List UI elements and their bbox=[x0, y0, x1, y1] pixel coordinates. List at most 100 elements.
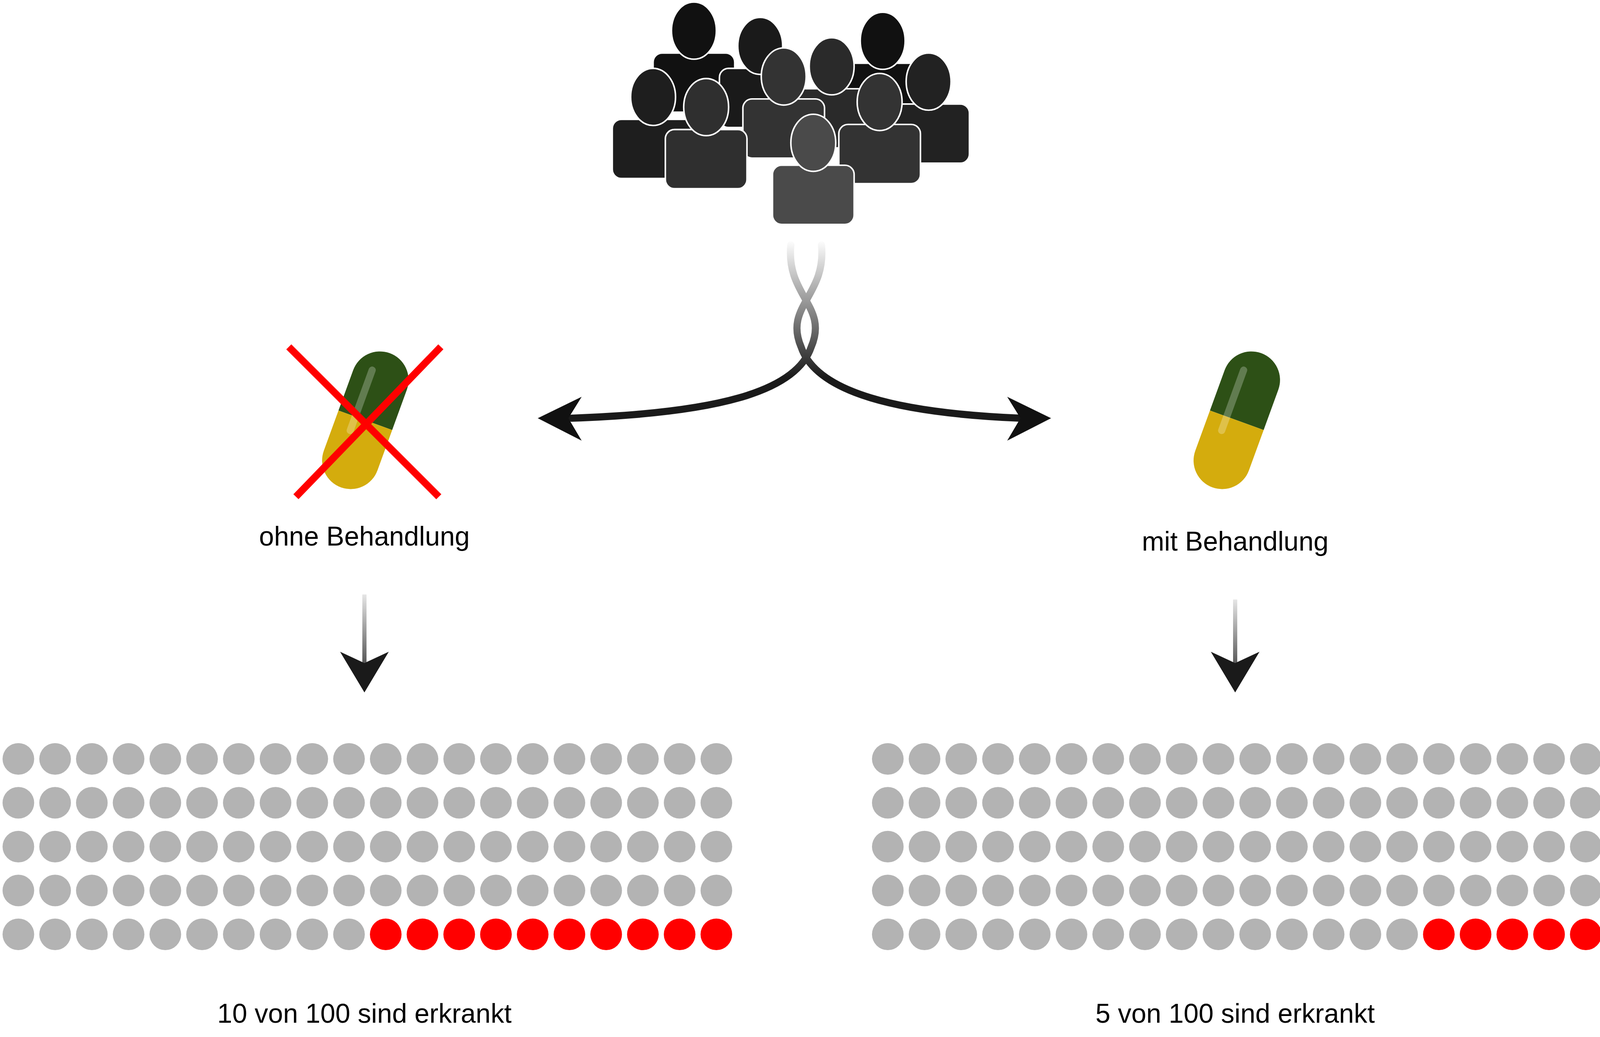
person-dot bbox=[39, 831, 71, 863]
person-dot bbox=[406, 831, 439, 863]
person-dot bbox=[700, 787, 733, 819]
person-dot bbox=[222, 787, 255, 819]
result-caption: 5 von 100 sind erkrankt bbox=[1095, 997, 1375, 1031]
person-dot bbox=[149, 787, 181, 819]
person-dot bbox=[872, 787, 904, 819]
person-dot bbox=[222, 919, 255, 951]
person-dot bbox=[1312, 787, 1345, 819]
person-dot bbox=[1055, 743, 1087, 776]
person-dot bbox=[480, 919, 512, 951]
person-dot bbox=[981, 831, 1014, 863]
person-dot bbox=[1312, 831, 1345, 863]
person-dot bbox=[1422, 874, 1455, 907]
arrow-head bbox=[537, 397, 582, 442]
person-dot bbox=[553, 831, 586, 863]
person-dot bbox=[480, 874, 512, 907]
person-dot bbox=[75, 831, 108, 863]
person-dot bbox=[872, 874, 904, 907]
person-dot bbox=[1569, 831, 1600, 863]
person-dot bbox=[553, 787, 586, 819]
person-dot bbox=[1386, 787, 1418, 819]
person-dot bbox=[1459, 874, 1492, 907]
person-dot bbox=[369, 831, 402, 863]
person-dot bbox=[259, 831, 292, 863]
person-dot bbox=[872, 743, 904, 776]
person-dot bbox=[149, 874, 181, 907]
person-dot bbox=[1165, 919, 1198, 951]
person-dot bbox=[1533, 874, 1565, 907]
person-dot bbox=[1496, 743, 1528, 776]
person-dot bbox=[1275, 787, 1308, 819]
person-dot bbox=[590, 743, 622, 776]
person-dot bbox=[186, 831, 218, 863]
person-dot bbox=[1349, 787, 1381, 819]
person-dot bbox=[553, 874, 586, 907]
person-dot bbox=[406, 919, 439, 951]
person-dot bbox=[1165, 787, 1198, 819]
person-dot bbox=[1128, 787, 1161, 819]
person-dot bbox=[1092, 874, 1124, 907]
person-dot bbox=[259, 874, 292, 907]
person-dot bbox=[1312, 874, 1345, 907]
person-dot bbox=[149, 919, 181, 951]
person-dot bbox=[75, 743, 108, 776]
person-dot bbox=[406, 743, 439, 776]
person-dot bbox=[516, 743, 549, 776]
person-dot bbox=[1202, 743, 1234, 776]
person-dot bbox=[1165, 831, 1198, 863]
person-dot bbox=[1459, 743, 1492, 776]
person-dot bbox=[1275, 743, 1308, 776]
person-dot bbox=[1533, 787, 1565, 819]
person-dot bbox=[186, 874, 218, 907]
person-dot bbox=[1459, 787, 1492, 819]
person-dot bbox=[333, 743, 365, 776]
person-dot bbox=[39, 743, 71, 776]
arrow-head bbox=[1007, 397, 1052, 442]
person-dot bbox=[1055, 874, 1087, 907]
outcome-group: 10 von 100 sind erkrankt bbox=[0, 692, 729, 1036]
person-dot bbox=[1422, 919, 1455, 951]
person-dot bbox=[1386, 874, 1418, 907]
person-dot bbox=[516, 874, 549, 907]
down-arrow bbox=[1210, 599, 1260, 693]
person-dot bbox=[369, 787, 402, 819]
person-dot bbox=[2, 743, 35, 776]
result-caption: 10 von 100 sind erkrankt bbox=[217, 997, 512, 1031]
person-dot bbox=[908, 831, 941, 863]
dot-grid bbox=[2, 743, 733, 951]
person-dot bbox=[1349, 874, 1381, 907]
person-dot bbox=[1128, 831, 1161, 863]
person-dot bbox=[1569, 743, 1600, 776]
down-arrow bbox=[340, 594, 389, 693]
person-dot bbox=[1275, 919, 1308, 951]
person-dot bbox=[1496, 919, 1528, 951]
person-dot bbox=[149, 743, 181, 776]
person-dot bbox=[663, 919, 696, 951]
person-dot bbox=[590, 874, 622, 907]
person-dot bbox=[1349, 919, 1381, 951]
person-dot bbox=[908, 743, 941, 776]
person-dot bbox=[222, 831, 255, 863]
person-dot bbox=[1569, 919, 1600, 951]
person-dot bbox=[663, 874, 696, 907]
person-dot bbox=[2, 874, 35, 907]
group-label: ohne Behandlung bbox=[250, 517, 479, 595]
person-dot bbox=[590, 831, 622, 863]
person-dot bbox=[663, 743, 696, 776]
person-dot bbox=[75, 919, 108, 951]
person-dot bbox=[1533, 919, 1565, 951]
person-dot bbox=[333, 919, 365, 951]
person-dot bbox=[333, 831, 365, 863]
person-dot bbox=[1496, 874, 1528, 907]
group-name: ohne Behandlung bbox=[259, 520, 470, 553]
person-dot bbox=[945, 919, 977, 951]
person-dot bbox=[945, 743, 977, 776]
person-dot bbox=[480, 743, 512, 776]
person-dot bbox=[627, 874, 659, 907]
person-dot bbox=[1496, 831, 1528, 863]
person-dot bbox=[1239, 831, 1271, 863]
person-dot bbox=[1092, 919, 1124, 951]
person-dot bbox=[112, 919, 145, 951]
person-dot bbox=[1092, 743, 1124, 776]
